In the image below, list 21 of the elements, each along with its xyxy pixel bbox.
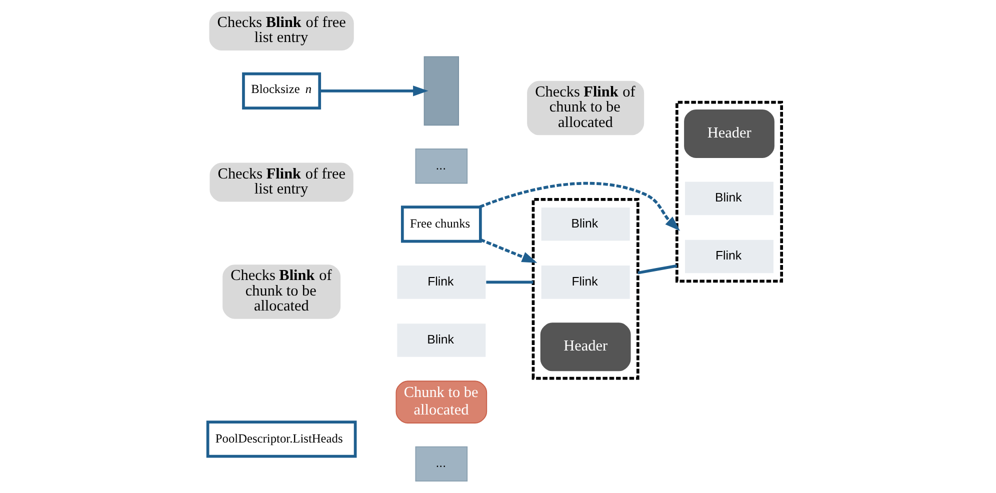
node-box: Header <box>540 322 630 372</box>
connector <box>637 264 677 274</box>
node-box: Checks Flink of chunk to be allocated <box>526 80 644 136</box>
node-box: Free chunks <box>400 206 482 243</box>
node-box: Checks Blink of free list entry <box>208 11 354 50</box>
arrow <box>319 86 428 96</box>
node-box: ... <box>414 446 468 482</box>
node-box: Blocksize n <box>242 72 321 110</box>
node-box: Flink <box>396 264 486 300</box>
node-box <box>423 56 459 126</box>
cluster <box>531 198 639 380</box>
node-box: Checks Flink of free list entry <box>209 162 353 202</box>
node-box: ... <box>414 148 468 184</box>
connector <box>486 280 533 284</box>
node-box: PoolDescriptor.ListHeads <box>206 420 356 458</box>
cluster <box>674 100 782 283</box>
node-box: Chunk to be allocated <box>395 380 487 424</box>
node-box: Header <box>684 109 774 158</box>
arrow <box>478 182 680 231</box>
node-box: Checks Blink of chunk to be allocated <box>222 264 340 319</box>
arrow <box>479 238 537 263</box>
